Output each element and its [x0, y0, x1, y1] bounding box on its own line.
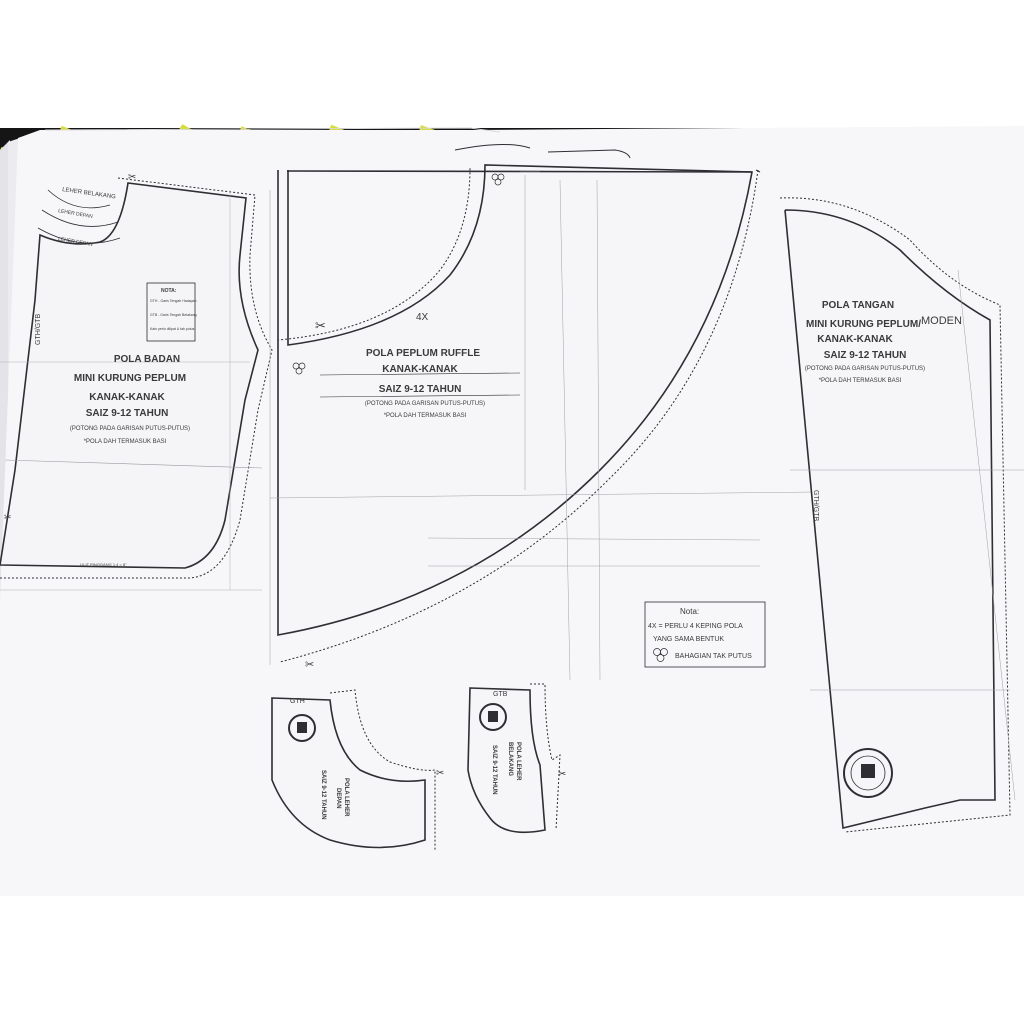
peplum-scissors-icon: ✂	[315, 318, 326, 333]
bodice-title-3: KANAK-KANAK	[89, 392, 165, 403]
front-neck-outline	[271, 697, 426, 849]
bodice-title-2: MINI KURUNG PEPLUM	[74, 373, 186, 384]
peplum-title-1: POLA PEPLUM RUFFLE	[366, 348, 480, 359]
front-neck-scissors-icon: ✂	[436, 768, 444, 779]
back-neck-title: POLA LEHER	[515, 742, 521, 781]
sleeve-size: SAIZ 9-12 TAHUN	[824, 350, 907, 361]
sleeve-outline	[784, 209, 996, 829]
front-neck-text: GTH POLA LEHER DEPAN SAIZ 9-12 TAHUN ✂	[290, 698, 444, 820]
peplum-note-2: *POLA DAH TERMASUK BASI	[384, 413, 467, 419]
back-neck-facing	[467, 683, 561, 834]
legend-title: Nota:	[680, 607, 699, 616]
bodice-note-box-line-2: GTB - Garis Tengah Belakang	[150, 313, 197, 317]
sleeve-title-1: POLA TANGAN	[822, 300, 894, 311]
sleeve-note-1: (POTONG PADA GARISAN PUTUS-PUTUS)	[805, 366, 925, 372]
front-neck-sub: DEPAN	[335, 788, 341, 809]
legend-line-3: BAHAGIAN TAK PUTUS	[675, 653, 752, 660]
front-neck-mark: GTH	[290, 698, 305, 705]
bodice-scissors-icon: ✂	[128, 172, 136, 183]
uncut-fold-icon	[653, 648, 668, 662]
peplum-note-1: (POTONG PADA GARISAN PUTUS-PUTUS)	[365, 401, 485, 407]
back-neck-scissors-icon: ✂	[558, 769, 566, 780]
bodice-fold-icon: ✂	[4, 512, 12, 522]
bodice-hem-label: LILIT PINGGANG 1.4 = 8"	[80, 562, 127, 567]
bodice-note-box-line-1: GTH - Garis Tengah Hadapan	[150, 299, 196, 303]
bodice-note-box-line-3: Kain perlu dilipat & tak putus	[150, 327, 195, 331]
legend-box: Nota: 4X = PERLU 4 KEPING POLA YANG SAMA…	[644, 601, 766, 668]
peplum-hem-scissors-icon: ✂	[305, 659, 314, 671]
peplum-pattern	[269, 143, 816, 681]
bodice-side-mark: GTH/GTB	[35, 314, 42, 345]
bodice-size: SAIZ 9-12 TAHUN	[86, 408, 169, 419]
bodice-text: LEHER BELAKANG LEHER DEPAN LEHER DEPAN G…	[4, 172, 197, 567]
bodice-title-1: POLA BADAN	[114, 354, 180, 365]
front-neck-facing	[271, 689, 436, 850]
peplum-text: 4X POLA PEPLUM RUFFLE KANAK-KANAK SAIZ 9…	[305, 312, 485, 671]
sleeve-title-handwritten: MODEN	[921, 315, 962, 327]
sleeve-title-2: MINI KURUNG PEPLUM/	[806, 319, 921, 330]
sleeve-pattern	[779, 197, 1024, 833]
sleeve-text: POLA TANGAN MINI KURUNG PEPLUM/ MODEN KA…	[805, 300, 962, 798]
sleeve-side-mark: GTH/GTB	[812, 490, 819, 521]
back-neck-size: SAIZ 9-12 TAHUN	[491, 745, 497, 795]
legend-line-2: YANG SAMA BENTUK	[653, 636, 724, 643]
bodice-note-1: (POTONG PADA GARISAN PUTUS-PUTUS)	[70, 426, 190, 432]
sleeve-title-3: KANAK-KANAK	[817, 334, 893, 345]
bodice-note-box-title: NOTA:	[161, 288, 177, 294]
bodice-pattern	[0, 177, 273, 591]
peplum-seam-allowance	[277, 167, 471, 341]
back-neck-sub: BELAKANG	[507, 742, 513, 776]
top-white-border	[0, 0, 1024, 128]
back-neck-outline	[467, 687, 546, 834]
sleeve-note-2: *POLA DAH TERMASUK BASI	[819, 378, 902, 384]
bodice-seam-allowance	[0, 177, 273, 579]
back-neck-text: GTB POLA LEHER BELAKANG SAIZ 9-12 TAHUN …	[491, 691, 566, 795]
bodice-outline	[0, 182, 259, 569]
peplum-qty: 4X	[416, 312, 429, 323]
bodice-note-2: *POLA DAH TERMASUK BASI	[84, 439, 167, 445]
peplum-outline	[277, 164, 753, 636]
legend-line-1: 4X = PERLU 4 KEPING POLA	[648, 623, 743, 630]
front-neck-title: POLA LEHER	[343, 778, 349, 817]
bodice-note-box	[146, 282, 196, 342]
brand-seal-icon	[843, 748, 893, 798]
peplum-size: SAIZ 9-12 TAHUN	[379, 384, 462, 395]
bottom-white-border	[0, 896, 1024, 1024]
peplum-title-2: KANAK-KANAK	[382, 364, 458, 375]
back-neck-mark: GTB	[493, 691, 508, 698]
front-neck-size: SAIZ 9-12 TAHUN	[320, 770, 326, 820]
sleeve-seam-allowance	[779, 197, 1011, 833]
